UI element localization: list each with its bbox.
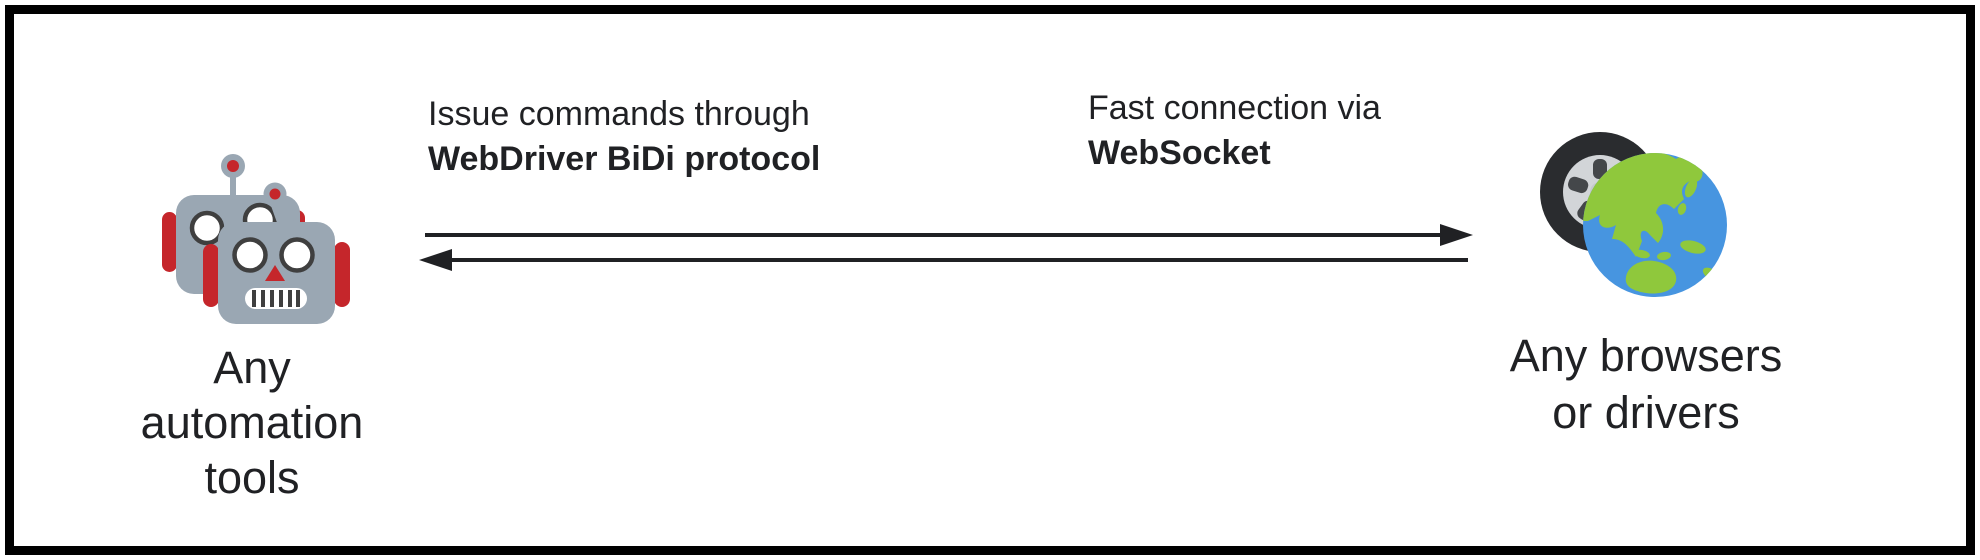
left-caption-line-1: Any: [213, 342, 291, 393]
request-arrow-right: [425, 224, 1473, 246]
left-caption-line-2: automation: [140, 397, 364, 448]
wheel-globe-icon: [1540, 132, 1727, 297]
bidi-label-line-1: Issue commands through: [428, 95, 810, 133]
bidirectional-arrows: [410, 215, 1485, 275]
automation-tools-node: [150, 140, 370, 340]
right-caption-line-2: or drivers: [1552, 387, 1740, 438]
response-arrow-left: [419, 249, 1468, 271]
robots-icon: [162, 154, 350, 324]
bidi-protocol-label: Issue commands through WebDriver BiDi pr…: [428, 92, 820, 182]
bidi-label-line-2: WebDriver BiDi protocol: [428, 140, 821, 178]
websocket-label: Fast connection via WebSocket: [1088, 86, 1381, 176]
right-node-caption: Any browsers or drivers: [1446, 327, 1846, 441]
front-robot: [203, 182, 350, 324]
browsers-drivers-node: [1530, 125, 1740, 315]
right-caption-line-1: Any browsers: [1509, 330, 1783, 381]
left-caption-line-3: tools: [204, 452, 300, 503]
websocket-label-line-2: WebSocket: [1088, 134, 1271, 172]
websocket-label-line-1: Fast connection via: [1088, 89, 1381, 127]
left-node-caption: Any automation tools: [102, 340, 402, 505]
